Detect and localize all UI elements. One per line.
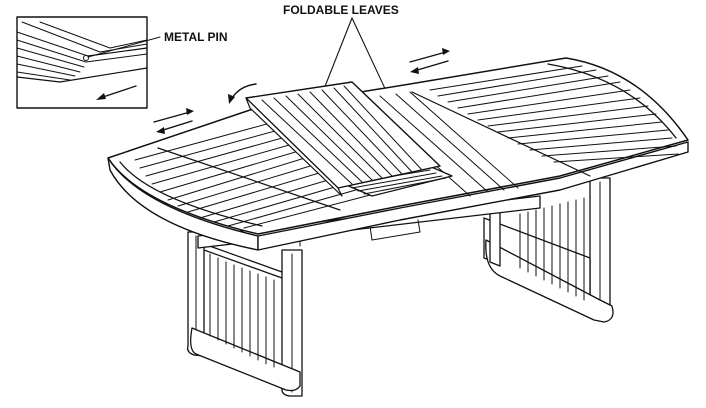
metal-pin-leader (87, 36, 161, 58)
foldable-leaf-slats (261, 85, 423, 185)
foldable-leaves-label: FOLDABLE LEAVES (283, 3, 399, 17)
left-slide-arrows-icon (153, 108, 194, 134)
right-end-slats (429, 65, 679, 163)
fold-rotation-arrow-icon (228, 83, 257, 104)
metal-pin-detail-inset (16, 16, 148, 109)
foldable-leaf-raised (245, 81, 441, 197)
inset-direction-arrow-icon (96, 85, 137, 100)
extendable-table (107, 57, 689, 397)
inset-slats (16, 21, 148, 83)
metal-pin-label: METAL PIN (164, 30, 228, 44)
left-leg-slats (209, 253, 275, 368)
metal-pin-icon (83, 55, 89, 61)
right-slide-arrows-icon (409, 48, 450, 74)
right-leg-slats (519, 197, 585, 301)
